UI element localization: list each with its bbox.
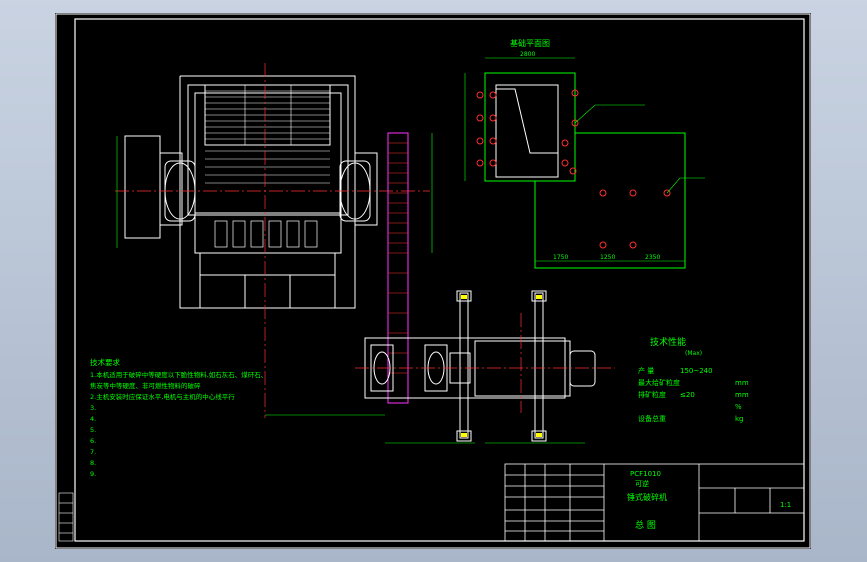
drive-plan <box>364 290 596 442</box>
note-line: 8. <box>90 459 96 467</box>
title-name-line2: 锤式破碎机 <box>627 492 667 502</box>
tech-spec: 技术性能 (Max) 产 量 150~240 最大给矿粒度 mm 排矿粒度 ≤2… <box>638 336 749 423</box>
title-scale: 1:1 <box>780 501 791 509</box>
spec-value: ≤20 <box>680 391 695 399</box>
foundation-title: 基础平面图 <box>510 38 550 48</box>
note-line: 4. <box>90 415 96 423</box>
belt-drive <box>387 132 409 404</box>
anchor-bolts <box>476 89 671 249</box>
dim-1750: 1750 <box>553 254 568 261</box>
title-block <box>504 463 805 542</box>
main-dimensions <box>116 133 585 444</box>
spec-unit: % <box>735 403 742 411</box>
spec-label: 排矿粒度 <box>638 390 666 399</box>
spec-value: 150~240 <box>680 367 713 375</box>
title-model: PCF1010 <box>630 470 661 478</box>
spec-unit: kg <box>735 415 744 423</box>
drawing-canvas: 基础平面图 2800 1750 1250 2350 技术性能 <box>55 13 811 549</box>
drawing-sheet: 基础平面图 2800 1750 1250 2350 技术性能 <box>55 13 811 549</box>
note-line: 6. <box>90 437 96 445</box>
tech-spec-subtitle: (Max) <box>685 350 702 357</box>
drive-yellow-marks <box>461 295 542 437</box>
title-block-text: PCF1010 可逆 锤式破碎机 总 图 1:1 <box>627 470 791 531</box>
spec-label: 最大给矿粒度 <box>638 378 680 387</box>
note-line: 5. <box>90 426 96 434</box>
spec-unit: mm <box>735 379 749 387</box>
technical-notes: 技术要求 1.本机适用于破碎中等硬度以下脆性物料,如石灰石、煤矸石、 焦炭等中等… <box>90 357 267 478</box>
dim-2350: 2350 <box>645 254 660 261</box>
note-line: 1.本机适用于破碎中等硬度以下脆性物料,如石灰石、煤矸石、 <box>90 370 267 379</box>
margin-strip <box>58 492 74 542</box>
note-line: 3. <box>90 404 96 412</box>
tech-notes-title: 技术要求 <box>90 357 120 367</box>
title-drawing-name: 总 图 <box>635 519 656 531</box>
dim-top-width: 2800 <box>520 51 535 58</box>
note-line: 2.主机安装时应保证水平,电机与主机的中心线平行 <box>90 392 235 401</box>
foundation-dimensions <box>464 57 705 262</box>
dim-1250: 1250 <box>600 254 615 261</box>
note-line: 7. <box>90 448 96 456</box>
drive-centerlines <box>355 313 615 413</box>
crusher-centerlines <box>115 63 430 418</box>
spec-unit: mm <box>735 391 749 399</box>
crusher-elevation <box>124 75 378 309</box>
note-line: 焦炭等中等硬度、非可燃性物料的破碎 <box>90 381 201 390</box>
title-name-line1: 可逆 <box>635 479 649 488</box>
spec-label: 产 量 <box>638 366 654 375</box>
outer-frame <box>55 13 811 549</box>
foundation-plan <box>484 72 686 269</box>
note-line: 9. <box>90 470 96 478</box>
inner-frame <box>74 18 805 542</box>
spec-label: 设备总重 <box>638 414 666 423</box>
tech-spec-title: 技术性能 <box>650 336 686 348</box>
